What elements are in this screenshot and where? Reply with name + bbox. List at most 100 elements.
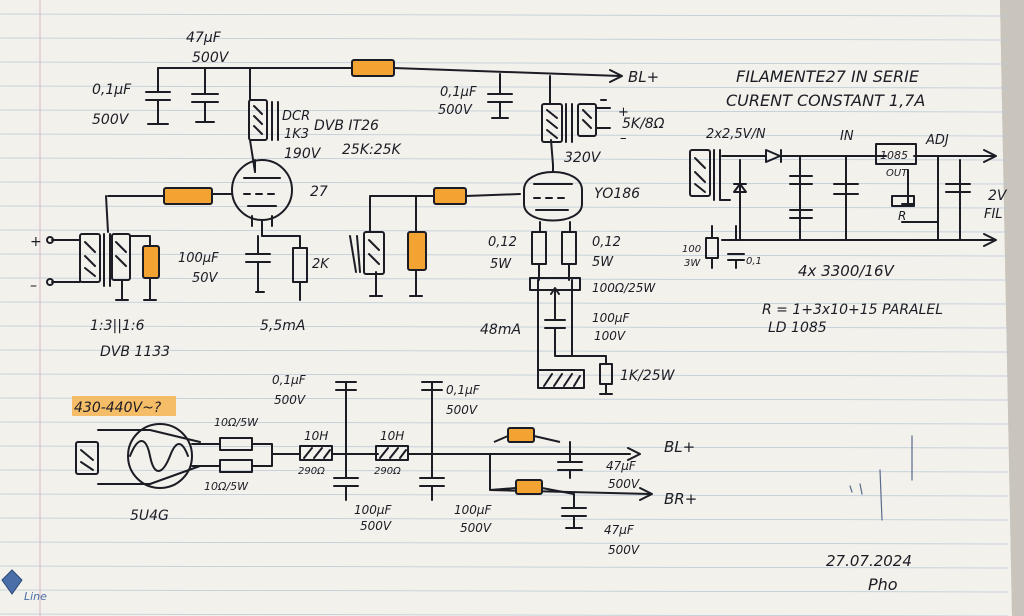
ruled-line — [0, 421, 1009, 425]
filament-subtitle: CURENT CONSTANT 1,7A — [726, 91, 925, 110]
psu-labels: 430-440V~? 0,1µF 500V 0,1µF 500V 10Ω/5W … — [74, 373, 697, 557]
svg-text:DVB IT26: DVB IT26 — [314, 118, 379, 134]
svg-text:DVB 1133: DVB 1133 — [100, 344, 170, 360]
output-transformer-winding — [541, 103, 563, 143]
r-2k — [292, 247, 308, 283]
res-grid-27 — [163, 187, 213, 205]
svg-text:100V: 100V — [594, 329, 626, 343]
input-terminals — [51, 239, 81, 283]
cap-47uf-psu-b — [561, 493, 587, 529]
svg-text:OUT: OUT — [886, 168, 908, 179]
svg-text:47µF: 47µF — [604, 523, 635, 537]
arrow-br-psu — [639, 487, 653, 501]
ruled-line — [0, 85, 1009, 89]
ruled-line — [0, 325, 1009, 329]
thermistor-block — [537, 369, 585, 389]
svg-text:47µF: 47µF — [186, 30, 222, 46]
svg-text:1:3||1:6: 1:3||1:6 — [90, 318, 145, 334]
ruled-line — [0, 229, 1009, 233]
svg-text:0,1µF: 0,1µF — [92, 82, 132, 98]
cap-0-1uf-right — [487, 73, 513, 119]
svg-text:0,1µF: 0,1µF — [272, 373, 307, 387]
svg-text:1K/25W: 1K/25W — [620, 368, 676, 384]
cap-0-1uf-psu-left — [333, 381, 359, 501]
ruled-line — [0, 517, 1009, 521]
svg-text:5U4G: 5U4G — [130, 508, 169, 524]
ruled-line — [0, 205, 1009, 209]
ruled-line — [0, 13, 1009, 17]
pencil-marks — [849, 435, 913, 521]
svg-text:–: – — [620, 131, 627, 146]
r-fil — [891, 195, 915, 207]
svg-text:10Ω/5W: 10Ω/5W — [214, 416, 259, 429]
output-transformer-wire — [549, 75, 554, 166]
arrow-bl-psu — [627, 447, 641, 461]
res-bplus-rail — [351, 59, 395, 77]
svg-text:500V: 500V — [360, 519, 392, 533]
ruled-line — [0, 157, 1009, 161]
svg-text:–: – — [30, 278, 37, 294]
res-grid-yo186 — [433, 187, 467, 205]
cap-0-1uf-psu-right — [419, 381, 445, 501]
svg-text:5,5mA: 5,5mA — [260, 318, 305, 334]
cathode-bypass — [537, 279, 613, 395]
svg-text:25K:25K: 25K:25K — [342, 142, 403, 158]
ruled-line — [0, 541, 1009, 545]
fil-transformer — [689, 149, 711, 197]
ruled-line — [0, 565, 1009, 569]
svg-text:10H: 10H — [304, 429, 328, 443]
date-label: 27.07.2024 — [826, 552, 912, 570]
svg-text:500V: 500V — [608, 477, 640, 491]
choke-2 — [375, 445, 409, 461]
svg-text:R = 1+3x10+15 PARALEL: R = 1+3x10+15 PARALEL — [762, 302, 943, 318]
interstage-primary-winding — [248, 99, 268, 141]
filament-title: FILAMENTE27 IN SERIE — [736, 67, 920, 86]
svg-text:500V: 500V — [460, 521, 492, 535]
signature: Pho — [868, 575, 898, 594]
svg-text:2V: 2V — [988, 188, 1008, 204]
svg-text:5W: 5W — [490, 257, 512, 272]
bplus-arrow-upper — [609, 69, 623, 83]
svg-text:1085: 1085 — [880, 149, 908, 162]
svg-text:320V: 320V — [564, 150, 602, 166]
svg-text:100µF: 100µF — [354, 503, 393, 517]
rectifier-5u4g — [127, 423, 193, 489]
svg-text:500V: 500V — [446, 403, 478, 417]
svg-text:+: + — [30, 234, 42, 250]
highlighted-parts — [142, 59, 543, 495]
ruled-line — [0, 37, 1009, 41]
svg-text:FIL: FIL — [984, 207, 1003, 222]
ruled-lines — [0, 13, 1009, 616]
svg-text:27: 27 — [310, 184, 328, 200]
interstage-secondary — [369, 195, 435, 297]
res-input-load — [142, 245, 160, 279]
svg-text:290Ω: 290Ω — [298, 466, 325, 477]
cap-47uf-psu-a — [557, 441, 583, 479]
diode-2 — [733, 183, 747, 193]
svg-text:ADJ: ADJ — [925, 133, 949, 148]
reg-1085 — [875, 143, 917, 165]
ruled-line — [0, 493, 1009, 497]
svg-text:10Ω/5W: 10Ω/5W — [204, 480, 249, 493]
svg-text:YO186: YO186 — [594, 186, 640, 202]
svg-text:500V: 500V — [92, 112, 130, 128]
svg-text:2K: 2K — [312, 257, 330, 272]
filament-notes: FILAMENTE27 IN SERIE CURENT CONSTANT 1,7… — [682, 67, 1008, 336]
hv-transformer — [75, 441, 99, 475]
svg-text:190V: 190V — [284, 146, 322, 162]
r-10ohm-a — [219, 437, 253, 451]
cap-0-1uf-left — [145, 67, 171, 125]
cap-47uf-top — [191, 67, 219, 123]
svg-text:5W: 5W — [592, 255, 614, 270]
svg-text:1K3: 1K3 — [284, 127, 309, 142]
ruled-line — [0, 469, 1009, 473]
arrow-fil-bottom — [983, 233, 997, 247]
svg-text:0,12: 0,12 — [592, 235, 621, 250]
ruled-line — [0, 133, 1009, 137]
svg-text:47µF: 47µF — [606, 459, 637, 473]
svg-text:500V: 500V — [192, 50, 230, 66]
svg-text:100µF: 100µF — [178, 251, 219, 266]
hv-wiring — [97, 429, 201, 485]
svg-text:4x 3300/16V: 4x 3300/16V — [798, 262, 896, 280]
